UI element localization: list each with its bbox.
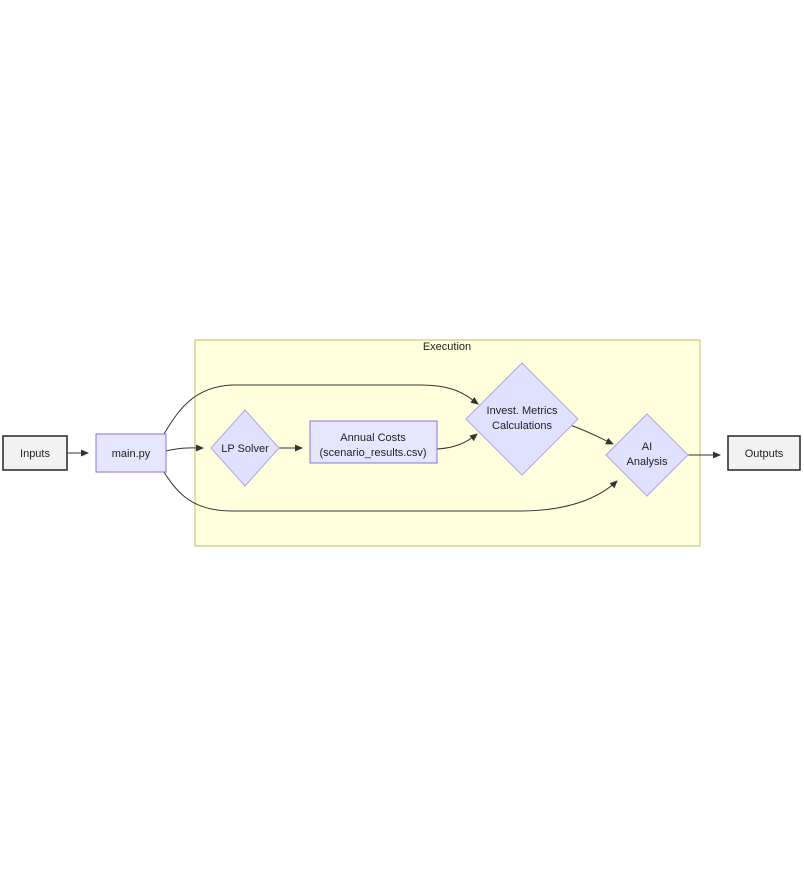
- ai-analysis-diamond[interactable]: [605, 413, 689, 497]
- annual-costs-label-line-1: Annual Costs: [340, 432, 406, 444]
- main-py-label: main.py: [112, 448, 151, 460]
- invest-metrics-label-line-1: Invest. Metrics: [487, 405, 558, 417]
- main-py-box[interactable]: [95, 433, 167, 473]
- outputs-box[interactable]: [727, 435, 801, 471]
- node-invest-metrics[interactable]: Invest. Metrics Calculations: [465, 362, 579, 476]
- execution-group-box: [194, 339, 701, 547]
- ai-analysis-label-line-1: AI: [642, 441, 652, 453]
- annual-costs-label-line-2: (scenario_results.csv): [320, 447, 427, 459]
- edge-layer: [67, 384, 721, 512]
- lp-solver-label: LP Solver: [221, 443, 269, 455]
- ai-analysis-label-line-2: Analysis: [627, 456, 668, 468]
- node-main-py[interactable]: main.py: [95, 433, 167, 473]
- inputs-box[interactable]: [2, 435, 68, 471]
- node-outputs[interactable]: Outputs: [727, 435, 801, 471]
- outputs-label: Outputs: [745, 448, 784, 460]
- inputs-label: Inputs: [20, 448, 50, 460]
- invest-metrics-diamond[interactable]: [465, 362, 579, 476]
- annual-costs-box[interactable]: [309, 420, 438, 464]
- node-ai-analysis[interactable]: AI Analysis: [605, 413, 689, 497]
- edge-main-py-to-ai-analysis: [161, 468, 618, 512]
- edge-main-py-to-lp-solver: [165, 444, 204, 452]
- execution-group-label: Execution: [423, 341, 471, 353]
- node-annual-costs[interactable]: Annual Costs (scenario_results.csv): [309, 420, 438, 464]
- edge-invest-metrics-to-ai-analysis: [569, 424, 614, 445]
- edge-main-py-to-invest-metrics: [161, 384, 479, 438]
- invest-metrics-label-line-2: Calculations: [492, 420, 552, 432]
- node-inputs[interactable]: Inputs: [2, 435, 68, 471]
- edge-annual-costs-to-invest-metrics: [436, 433, 478, 450]
- lp-solver-diamond[interactable]: [210, 409, 280, 487]
- node-lp-solver[interactable]: LP Solver: [210, 409, 280, 487]
- execution-group: Execution: [194, 339, 701, 547]
